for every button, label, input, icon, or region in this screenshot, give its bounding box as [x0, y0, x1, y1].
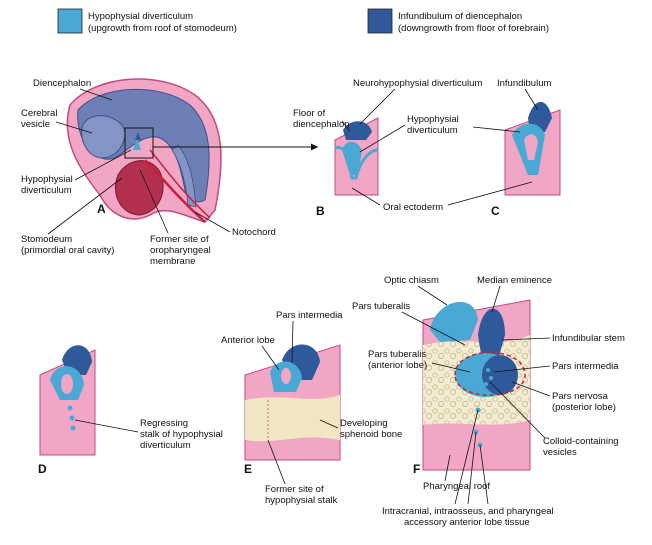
label-hypophysial-bc-2: diverticulum [407, 125, 458, 136]
label-former-stalk-2: hypophysial stalk [265, 495, 338, 506]
label-pars-intermedia-f: Pars intermedia [552, 361, 619, 372]
label-floor-2: diencephalon [293, 119, 350, 130]
cerebral-vesicle [81, 115, 126, 159]
label-hypophysial-a-1: Hypophysial [21, 174, 73, 185]
d-stalk-cell-2 [69, 415, 75, 421]
label-optic-chiasm: Optic chiasm [384, 275, 439, 286]
label-former-site-3: membrane [150, 256, 195, 267]
notochord-line [144, 159, 206, 223]
panel-label-b: B [316, 204, 325, 218]
label-cerebral-vesicle-2: vesicle [21, 119, 50, 130]
b-infundibulum [343, 121, 372, 140]
label-floor-1: Floor of [293, 108, 326, 119]
infundibulum-bud-a [135, 132, 141, 140]
hypophysial-bud-a [133, 138, 141, 150]
zoom-arrowhead [311, 143, 318, 151]
label-regressing-1: Regressing [140, 418, 188, 429]
legend-subtitle-infundibulum: (downgrowth from floor of forebrain) [398, 23, 549, 34]
panel-e: Pars intermedia Anterior lobe Developing… [221, 310, 402, 506]
legend-title-hypophysial: Hypophysial diverticulum [88, 11, 193, 22]
f-infundibular-stem [478, 308, 505, 360]
neural-tube [149, 149, 211, 219]
label-colloid-1: Colloid-containing [543, 436, 619, 447]
panel-label-f: F [413, 462, 420, 476]
label-regressing-3: diverticulum [140, 440, 191, 451]
e-cleft [281, 368, 291, 384]
panel-c: Infundibulum Oral ectoderm C [351, 78, 561, 218]
legend-swatch-infundibulum [367, 8, 393, 34]
label-stomodeum-1: Stomodeum [21, 234, 72, 245]
panel-label-a: A [97, 202, 106, 216]
e-sphenoid [245, 395, 340, 442]
label-stomodeum-2: (primordial oral cavity) [21, 245, 114, 256]
label-accessory-2: accessory anterior lobe tissue [404, 517, 530, 528]
panel-label-e: E [244, 462, 252, 476]
b-epithelium [334, 145, 379, 180]
label-pars-intermedia-e: Pars intermedia [276, 310, 343, 321]
label-sphenoid-2: sphenoid bone [340, 429, 402, 440]
f-vesicle-2 [489, 376, 493, 380]
panel-a: Diencephalon Cerebral vesicle Hypophysia… [21, 78, 318, 267]
label-former-site-2: oropharyngeal [150, 245, 211, 256]
label-pars-nervosa-1: Pars nervosa [552, 391, 609, 402]
legend-title-infundibulum: Infundibulum of diencephalon [398, 11, 522, 22]
label-former-stalk-1: Former site of [265, 484, 324, 495]
label-diencephalon: Diencephalon [33, 78, 91, 89]
label-former-site-1: Former site of [150, 234, 209, 245]
label-notochord: Notochord [232, 227, 276, 238]
label-infundibular-stem: Infundibular stem [552, 333, 625, 344]
label-accessory-1: Intracranial, intraosseus, and pharyngea… [382, 506, 554, 517]
f-vesicle-1 [486, 368, 490, 372]
panel-f: Optic chiasm Median eminence Pars tubera… [352, 275, 625, 528]
f-pars-nervosa [482, 355, 518, 395]
f-optic-chiasm [430, 301, 478, 342]
label-median-eminence: Median eminence [477, 275, 552, 286]
legend-subtitle-hypophysial: (upgrowth from roof of stomodeum) [88, 23, 237, 34]
c-lumen [524, 134, 538, 160]
label-hypophysial-bc-1: Hypophysial [407, 114, 459, 125]
label-colloid-2: vesicles [543, 447, 577, 458]
panel-d: Regressing stalk of hypophysial divertic… [38, 345, 223, 476]
panel-b: Neurohypophysial diverticulum Floor of d… [293, 78, 482, 218]
label-pharyngeal-roof: Pharyngeal roof [423, 481, 490, 492]
panel-label-c: C [491, 204, 500, 218]
label-pars-tuberalis: Pars tuberalis [352, 301, 410, 312]
label-pars-nervosa-2: (posterior lobe) [552, 402, 616, 413]
label-anterior-lobe: Anterior lobe [221, 335, 275, 346]
label-neurohypophysial: Neurohypophysial diverticulum [353, 78, 482, 89]
b-hypophysial [342, 141, 362, 175]
d-stalk-cell-1 [67, 405, 73, 411]
d-lumen [61, 374, 73, 394]
label-hypophysial-a-2: diverticulum [21, 185, 72, 196]
label-regressing-2: stalk of hypophysial [140, 429, 223, 440]
f-vesicle-3 [484, 382, 488, 386]
legend: Hypophysial diverticulum (upgrowth from … [57, 8, 549, 34]
label-pars-tuberalis-ant-2: (anterior lobe) [368, 360, 427, 371]
d-stalk-cell-3 [70, 425, 76, 431]
spinal-cord [171, 144, 197, 208]
label-pars-tuberalis-ant-1: Pars tuberalis [368, 349, 426, 360]
panel-label-d: D [38, 462, 47, 476]
label-infundibulum-c: Infundibulum [497, 78, 551, 89]
zoom-box [124, 127, 154, 159]
legend-swatch-hypophysial [57, 8, 83, 34]
label-oral-ectoderm: Oral ectoderm [383, 202, 443, 213]
label-cerebral-vesicle-1: Cerebral [21, 108, 57, 119]
f-capsule [454, 351, 526, 396]
label-sphenoid-1: Developing [340, 418, 388, 429]
pharynx-heart [115, 160, 164, 216]
